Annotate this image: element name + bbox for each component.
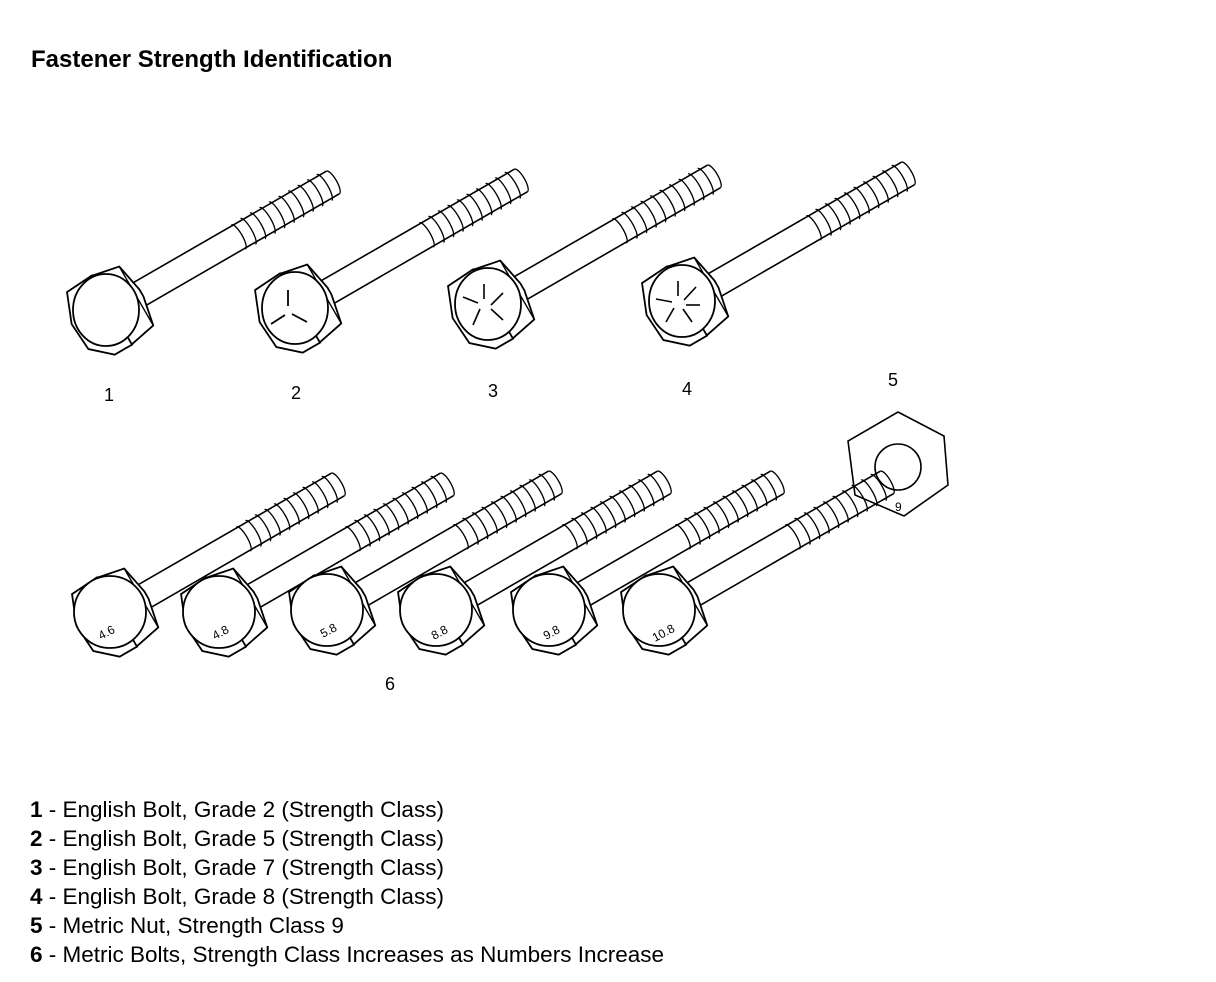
legend-item-3: 3 - English Bolt, Grade 7 (Strength Clas… xyxy=(30,853,664,882)
legend-item-4: 4 - English Bolt, Grade 8 (Strength Clas… xyxy=(30,882,664,911)
english-bolt-grade-2 xyxy=(54,144,358,367)
legend-number: 1 xyxy=(30,797,43,822)
metric-bolt-4-6: 4.6 xyxy=(59,446,363,669)
page-title: Fastener Strength Identification xyxy=(31,46,393,73)
legend-item-6: 6 - Metric Bolts, Strength Class Increas… xyxy=(30,940,664,969)
metric-bolt-4-8: 4.8 xyxy=(168,446,472,669)
metric-bolt-9-8: 9.8 xyxy=(498,444,802,667)
legend-text: - English Bolt, Grade 8 (Strength Class) xyxy=(42,884,444,909)
legend-number: 2 xyxy=(30,826,43,851)
grade-5-radial-marks xyxy=(270,290,308,325)
legend-text: - English Bolt, Grade 5 (Strength Class) xyxy=(42,826,444,851)
legend-text: - English Bolt, Grade 2 (Strength Class) xyxy=(42,797,444,822)
metric-bolt-5-8: 5.8 xyxy=(276,444,580,667)
legend-number: 6 xyxy=(30,942,43,967)
grade-7-radial-marks xyxy=(462,284,504,326)
english-bolt-grade-5 xyxy=(242,142,546,365)
legend-text: - Metric Nut, Strength Class 9 xyxy=(42,913,344,938)
legend-number: 3 xyxy=(30,855,43,880)
legend-text: - Metric Bolts, Strength Class Increases… xyxy=(42,942,664,967)
metric-nut: 9 xyxy=(847,411,949,517)
callout-4: 4 xyxy=(682,379,692,399)
callout-1: 1 xyxy=(104,385,114,405)
legend-item-1: 1 - English Bolt, Grade 2 (Strength Clas… xyxy=(30,795,664,824)
metric-bolt-8-8: 8.8 xyxy=(385,444,689,667)
callout-6: 6 xyxy=(385,674,395,694)
callout-2: 2 xyxy=(291,383,301,403)
legend-text: - English Bolt, Grade 7 (Strength Class) xyxy=(42,855,444,880)
legend: 1 - English Bolt, Grade 2 (Strength Clas… xyxy=(30,795,664,969)
english-bolt-grade-7 xyxy=(435,138,739,361)
legend-item-5: 5 - Metric Nut, Strength Class 9 xyxy=(30,911,664,940)
metric-bolt-10-8: 10.8 xyxy=(608,444,912,667)
grade-8-radial-marks xyxy=(655,281,700,323)
legend-item-2: 2 - English Bolt, Grade 5 (Strength Clas… xyxy=(30,824,664,853)
callout-3: 3 xyxy=(488,381,498,401)
nut-strength-mark: 9 xyxy=(895,500,902,514)
callout-5: 5 xyxy=(888,370,898,390)
english-bolt-grade-8 xyxy=(629,135,933,358)
legend-number: 4 xyxy=(30,884,43,909)
legend-number: 5 xyxy=(30,913,43,938)
